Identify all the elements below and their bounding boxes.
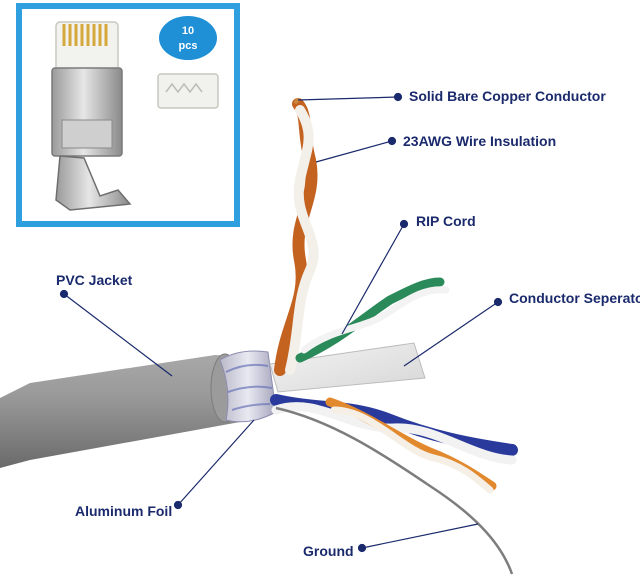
dot-separator [493,297,503,307]
dot-ground [357,543,367,553]
orange-twisted-pair [274,98,319,376]
label-ground: Ground [303,543,354,559]
label-conductor-separator: Conductor Seperator [509,290,640,306]
dot-aluminum-foil [173,500,183,510]
badge-count: 10 [182,25,194,37]
pvc-jacket-shape [0,353,240,468]
conductor-separator-shape [269,342,426,393]
dot-copper [393,92,403,102]
green-twisted-pair [295,277,450,363]
strain-relief-boot-image [157,73,219,109]
connector-inset: 10 pcs [16,3,240,227]
label-wire-insulation: 23AWG Wire Insulation [403,133,557,149]
label-pvc-jacket: PVC Jacket [56,272,133,288]
aluminum-foil-shape [219,350,277,423]
ground-wire-shape [275,406,514,575]
label-rip-cord: RIP Cord [416,213,476,229]
label-solid-bare-copper-conductor: Solid Bare Copper Conductor [409,88,606,104]
blue-twisted-pair [270,394,518,465]
dot-rip-cord [399,219,409,229]
badge-unit: pcs [179,40,198,52]
rj45-plug-image [51,21,132,211]
dot-insulation [387,136,397,146]
orange-lower-pair [325,397,497,494]
dot-pvc-jacket [59,289,69,299]
leader-lines [59,92,503,553]
label-aluminum-foil: Aluminum Foil [75,503,173,519]
quantity-badge: 10 pcs [159,16,217,60]
